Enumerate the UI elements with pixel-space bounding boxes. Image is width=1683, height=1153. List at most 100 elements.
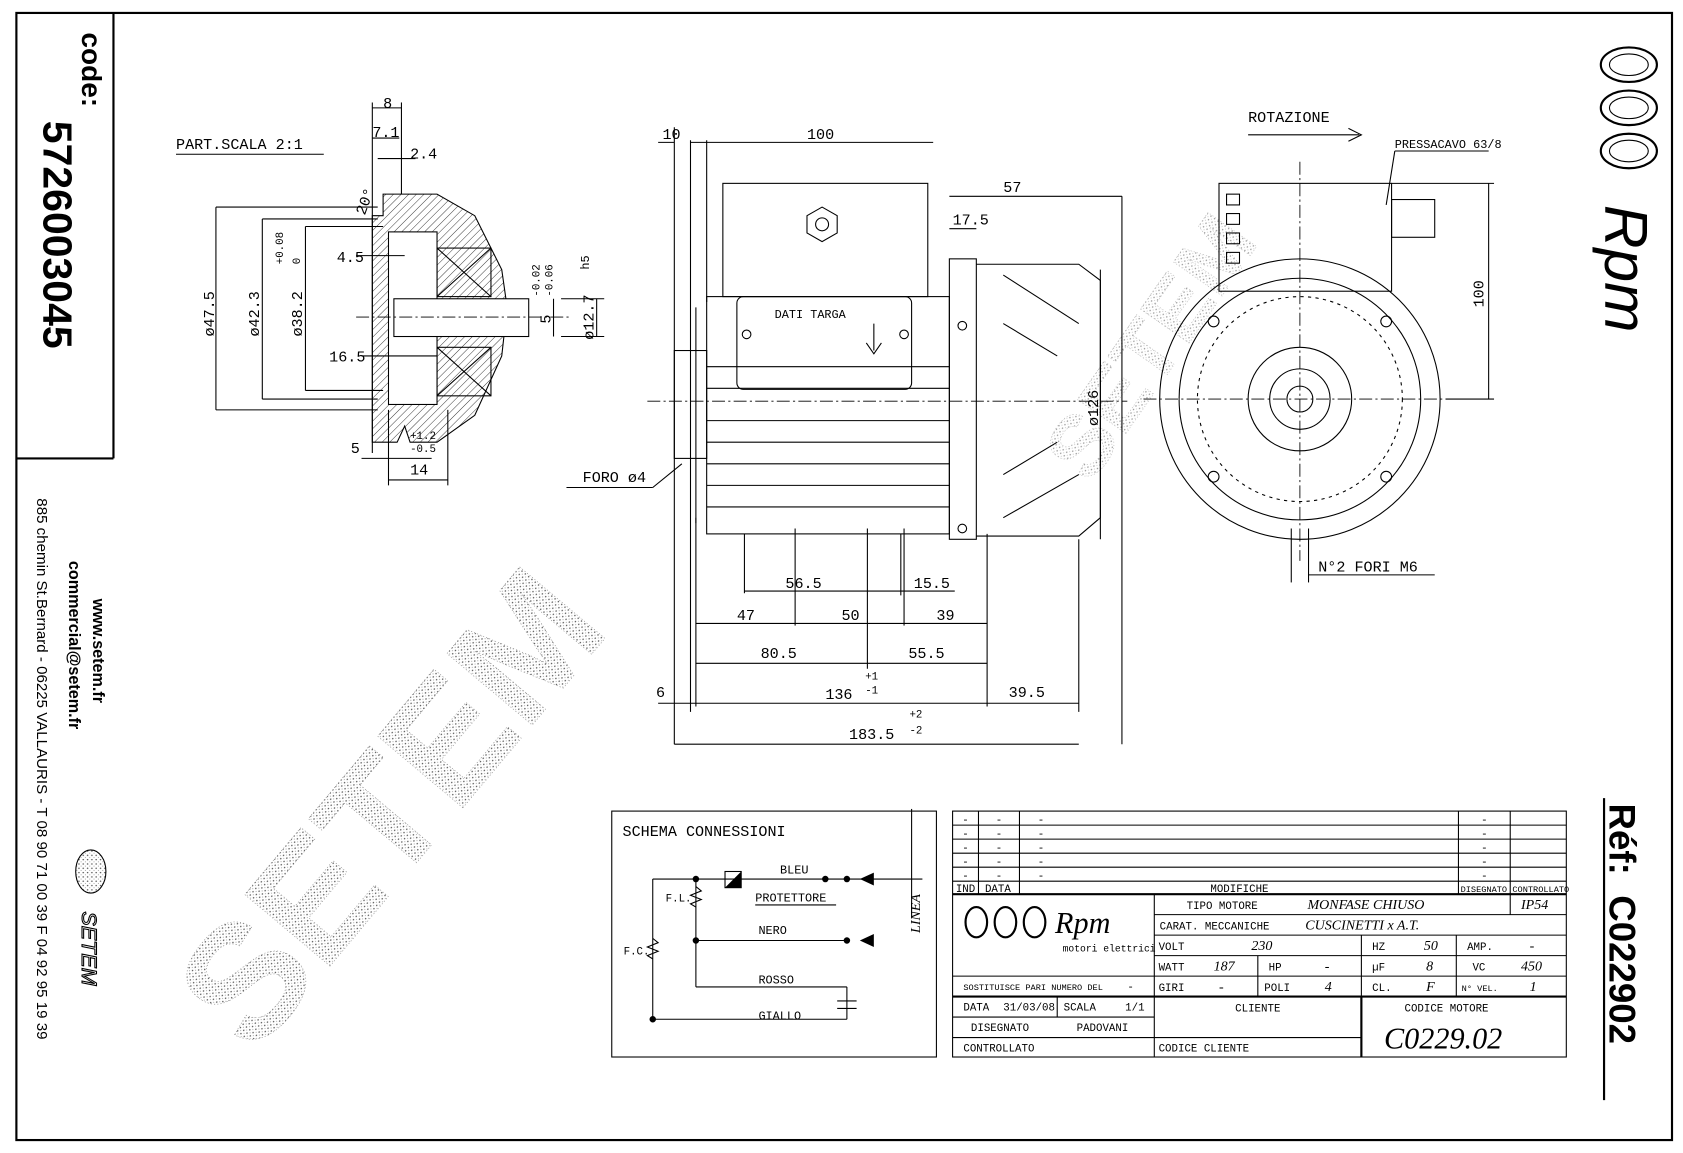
uf-value: 8 (1426, 960, 1433, 975)
code-label: code: (76, 32, 107, 107)
scala-label: SCALA (1064, 1003, 1097, 1015)
line-arrow-icon (859, 872, 874, 886)
rpm-brand-text: Rpm (1592, 205, 1660, 333)
dim-dia-126: ø126 (1085, 390, 1103, 426)
carat-label: CARAT. MECCANICHE (1160, 922, 1270, 934)
arrow-down-icon (865, 323, 882, 355)
cable-gland (1391, 198, 1436, 238)
rotation-arrow-icon (1248, 127, 1363, 142)
dim-39: 39 (936, 607, 954, 625)
nameplate (736, 296, 913, 390)
dim-tol-0-02: -0.02 (531, 264, 543, 296)
codice-motore-value: C0229.02 (1384, 1021, 1502, 1055)
fc-label: F.C. (624, 947, 650, 959)
volt-label: VOLT (1159, 942, 1185, 954)
modification-dis: - (1481, 843, 1487, 855)
setem-logo-icon (75, 849, 107, 894)
dim-14: 14 (410, 462, 428, 480)
modification-text: - (1038, 815, 1044, 827)
uf-label: µF (1372, 963, 1385, 975)
dim-10: 10 (662, 126, 680, 144)
nameplate-label: DATI TARGA (775, 308, 847, 322)
contact-info: www.setem.fr commercial@setem.fr 885 che… (33, 498, 107, 1039)
line-label: LINEA (909, 894, 924, 934)
resistor-fl-icon (689, 886, 703, 908)
codice-motore-label: CODICE MOTORE (1405, 1004, 1489, 1016)
header-disegnato: DISEGNATO (1461, 885, 1508, 895)
sostituisce-label: SOSTITUISCE PARI NUMERO DEL (963, 983, 1102, 993)
wire-rosso-label: ROSSO (758, 974, 794, 988)
shaft-section (393, 298, 530, 338)
data-value: 31/03/08 (1003, 1003, 1055, 1015)
dim-angle-20: 20° (353, 186, 379, 218)
setem-watermark: SETEM (143, 537, 639, 1080)
scala-value: 1/1 (1125, 1003, 1144, 1015)
dim-7-1: 7.1 (372, 124, 399, 142)
amp-label: AMP. (1467, 942, 1493, 954)
side-view: ROTAZIONE PRESSACAVO 63/8 100 N°2 FORI M… (1143, 109, 1502, 583)
dim-tol-0-06: -0.06 (544, 264, 556, 296)
dim-136: 136 (825, 686, 852, 704)
poli-value: 4 (1325, 980, 1332, 995)
dim-2-4: 2.4 (410, 146, 437, 164)
hp-label: HP (1269, 963, 1282, 975)
website-link[interactable]: www.setem.fr (89, 598, 107, 704)
dim-8: 8 (383, 95, 392, 113)
modification-data: - (996, 857, 1002, 869)
header-modifiche: MODIFICHE (1210, 884, 1268, 896)
cl-value: F (1425, 980, 1435, 995)
giri-label: GIRI (1159, 983, 1185, 995)
setem-logo: SETEM (75, 849, 107, 986)
disegnato-value: PADOVANI (1077, 1023, 1129, 1035)
ip-rating: IP54 (1520, 898, 1548, 913)
schema-title: SCHEMA CONNESSIONI (623, 823, 786, 841)
code-value: 5726003045 (34, 121, 80, 349)
header-data: DATA (985, 884, 1011, 896)
modification-text: - (1038, 857, 1044, 869)
dim-tol-plus-2: +2 (909, 709, 922, 721)
ref-value: C022902 (1601, 895, 1642, 1044)
dim-tol-plus: +0.08 (275, 232, 287, 264)
protector-label: PROTETTORE (755, 892, 826, 906)
detail-view: PART.SCALA 2:1 8 7.1 2.4 20° 4.5 ø47.5 ø… (176, 95, 605, 486)
dim-80-5: 80.5 (761, 645, 797, 663)
dim-tol-zero: 0 (292, 258, 304, 264)
wire-nero-label: NERO (758, 924, 786, 938)
dim-4-5: 4.5 (337, 249, 364, 267)
hp-value: - (1325, 960, 1330, 975)
modification-text: - (1038, 843, 1044, 855)
tipo-motore-label: TIPO MOTORE (1187, 901, 1258, 913)
modification-dis: - (1481, 829, 1487, 841)
resistor-fc-icon (645, 937, 660, 960)
rpm-brand-logo: Rpm (1592, 46, 1660, 333)
modification-ind: - (962, 829, 968, 841)
hz-label: HZ (1372, 942, 1385, 954)
watt-value: 187 (1214, 960, 1236, 975)
modification-data: - (996, 829, 1002, 841)
dim-183-5: 183.5 (849, 726, 894, 744)
rpm-rings-icon (964, 906, 1047, 939)
setem-logo-text: SETEM (77, 911, 102, 985)
modification-data: - (996, 871, 1002, 883)
data-label: DATA (963, 1003, 989, 1015)
code-box: code: 5726003045 (34, 32, 107, 348)
modification-data: - (996, 815, 1002, 827)
setem-watermark-2: SETEM (1026, 198, 1275, 496)
capacitor-icon (837, 1000, 857, 1010)
line-arrow-icon (859, 934, 874, 947)
tipo-motore-value: MONFASE CHIUSO (1306, 898, 1424, 913)
schema-box (611, 810, 937, 1058)
email-link[interactable]: commercial@setem.fr (65, 561, 83, 730)
rotation-label: ROTAZIONE (1248, 109, 1330, 127)
modification-ind: - (962, 871, 968, 883)
rpm-motori-logo: Rpm motori elettrici (964, 906, 1156, 954)
dim-tol-minus-2: -2 (909, 725, 922, 737)
vc-value: 450 (1521, 960, 1542, 975)
wire-bleu-label: BLEU (780, 864, 808, 878)
header-ind: IND (956, 884, 975, 896)
dim-17-5: 17.5 (953, 211, 989, 229)
dim-dia-12-7: ø12.7 (580, 294, 598, 339)
dim-tol-plus-1: +1 (865, 672, 878, 684)
wire-giallo-label: GIALLO (758, 1009, 801, 1023)
